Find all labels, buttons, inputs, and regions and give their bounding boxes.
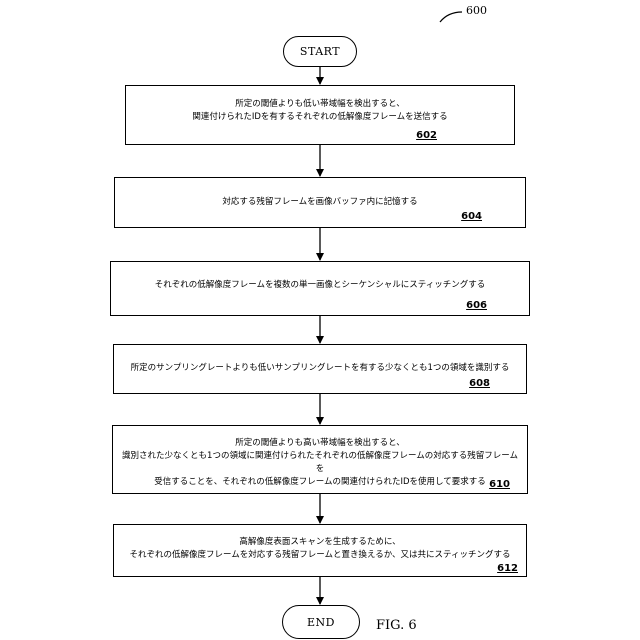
step-602-box: 所定の閾値よりも低い帯域幅を検出すると、 関連付けられたIDを有するそれぞれの低… [125, 85, 515, 145]
step-612-ref: 612 [497, 563, 518, 574]
step-604-ref: 604 [461, 211, 482, 222]
step-610-box: 所定の閾値よりも高い帯域幅を検出すると、 識別された少なくとも1つの領域に関連付… [112, 425, 528, 494]
step-608-box: 所定のサンプリングレートよりも低いサンプリングレートを有する少なくとも1つの領域… [113, 344, 527, 394]
figure-number: 600 [466, 4, 487, 17]
step-602-ref: 602 [416, 130, 437, 141]
step-610-ref: 610 [489, 479, 510, 490]
step-606-text: それぞれの低解像度フレームを複数の単一画像とシーケンシャルにスティッチングする [119, 279, 521, 292]
step-606-ref: 606 [466, 300, 487, 311]
step-606-box: それぞれの低解像度フレームを複数の単一画像とシーケンシャルにスティッチングする … [110, 261, 530, 316]
step-604-text: 対応する残留フレームを画像バッファ内に記憶する [123, 196, 517, 209]
start-label: START [300, 45, 340, 58]
start-terminal: START [283, 36, 357, 67]
step-608-ref: 608 [469, 378, 490, 389]
step-602-text: 所定の閾値よりも低い帯域幅を検出すると、 関連付けられたIDを有するそれぞれの低… [134, 98, 506, 124]
step-612-text: 高解像度表面スキャンを生成するために、 それぞれの低解像度フレームを対応する残留… [122, 536, 518, 562]
step-608-text: 所定のサンプリングレートよりも低いサンプリングレートを有する少なくとも1つの領域… [122, 362, 518, 375]
end-terminal: END [282, 605, 360, 639]
step-612-box: 高解像度表面スキャンを生成するために、 それぞれの低解像度フレームを対応する残留… [113, 524, 527, 577]
step-610-text: 所定の閾値よりも高い帯域幅を検出すると、 識別された少なくとも1つの領域に関連付… [121, 437, 519, 489]
figure-number-leader [440, 12, 462, 22]
end-label: END [307, 616, 335, 629]
step-604-box: 対応する残留フレームを画像バッファ内に記憶する 604 [114, 177, 526, 228]
figure-caption: FIG. 6 [376, 618, 417, 633]
